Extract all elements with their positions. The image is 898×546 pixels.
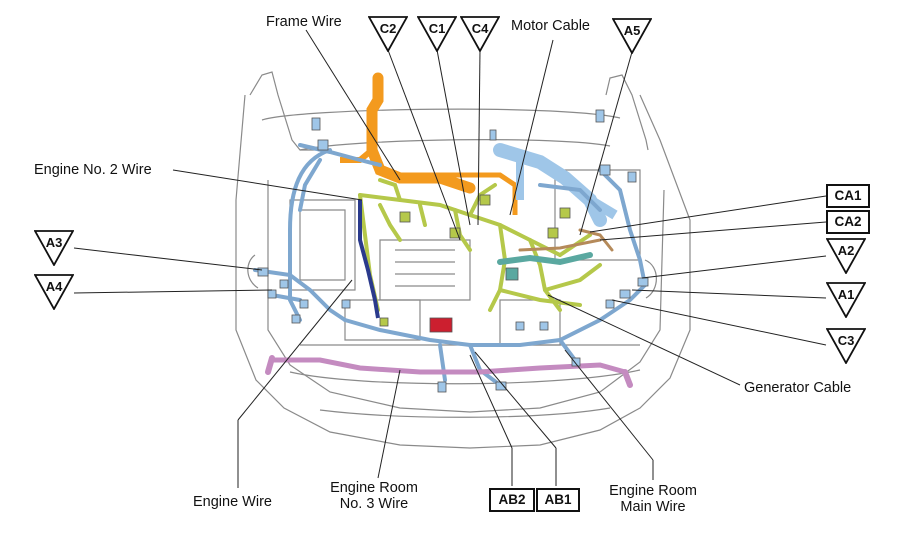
label-engine-no2-wire: Engine No. 2 Wire (34, 162, 152, 178)
down-triangle-icon (368, 16, 408, 52)
connector-a5-marker: A5 (612, 18, 652, 54)
down-triangle-icon (826, 282, 866, 318)
connector-ca2-box: CA2 (826, 210, 870, 234)
label-engine-room-no3-wire-line1: Engine Room (330, 480, 418, 496)
connector-a4-label: A4 (45, 279, 63, 294)
connector-c3-label: C3 (837, 333, 855, 348)
down-triangle-icon (826, 238, 866, 274)
connector-c1-label: C1 (428, 21, 446, 36)
connector-ab1-box: AB1 (536, 488, 580, 512)
down-triangle-icon (34, 230, 74, 266)
down-triangle-icon (612, 18, 652, 54)
label-motor-cable: Motor Cable (511, 18, 590, 34)
leader-lines (73, 29, 827, 488)
vehicle-outline (235, 71, 691, 449)
connector-c2-label: C2 (379, 21, 397, 36)
connector-a2-label: A2 (837, 243, 855, 258)
connector-c4-marker: C4 (460, 16, 500, 52)
label-engine-room-main-wire-line1: Engine Room (609, 483, 697, 499)
connector-c2-marker: C2 (368, 16, 408, 52)
label-frame-wire: Frame Wire (266, 14, 342, 30)
label-engine-room-main-wire: Engine Room Main Wire (600, 483, 706, 515)
down-triangle-icon (460, 16, 500, 52)
label-engine-wire: Engine Wire (193, 494, 272, 510)
connector-a5-label: A5 (623, 23, 641, 38)
down-triangle-icon (826, 328, 866, 364)
engine-room-no3-wire-harness (265, 355, 633, 388)
connector-a3-label: A3 (45, 235, 63, 250)
down-triangle-icon (34, 274, 74, 310)
down-triangle-icon (417, 16, 457, 52)
connector-a3-marker: A3 (34, 230, 74, 266)
connector-ca1-box: CA1 (826, 184, 870, 208)
connector-blocks (257, 109, 649, 393)
label-engine-room-main-wire-line2: Main Wire (620, 499, 686, 515)
connector-c1-marker: C1 (417, 16, 457, 52)
label-engine-room-no3-wire: Engine Room No. 3 Wire (322, 480, 426, 512)
connector-a4-marker: A4 (34, 274, 74, 310)
connector-ab2-box: AB2 (489, 488, 535, 512)
connector-a1-label: A1 (837, 287, 855, 302)
connector-a2-marker: A2 (826, 238, 866, 274)
connector-a1-marker: A1 (826, 282, 866, 318)
connector-c3-marker: C3 (826, 328, 866, 364)
engine-no2-blue-loom (358, 200, 380, 319)
label-engine-room-no3-wire-line2: No. 3 Wire (339, 496, 409, 512)
connector-c4-label: C4 (471, 21, 489, 36)
label-generator-cable: Generator Cable (744, 380, 852, 396)
generator-cable-harness (497, 228, 614, 266)
